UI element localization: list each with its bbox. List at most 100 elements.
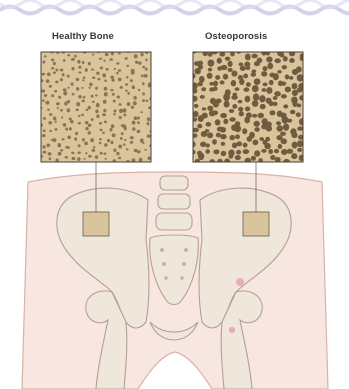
bone-pore [84,142,88,146]
bone-pore [78,115,81,117]
bone-pore [96,72,100,75]
bone-pore [71,157,75,160]
bone-pore [239,111,244,116]
bone-pore [251,72,257,76]
bone-pore [92,54,95,56]
bone-pore [287,119,292,123]
bone-pore [268,149,273,154]
bone-pore [103,152,106,154]
bone-pore [126,148,129,150]
bone-pore [283,56,288,61]
bone-pore [85,127,88,131]
bone-pore [220,113,227,118]
bone-pore [96,50,100,54]
bone-pore [127,102,131,106]
bone-pore [42,145,45,148]
bone-pore [229,135,235,140]
bone-pore [67,100,70,103]
bone-pore [83,96,86,99]
bone-pore [42,60,45,63]
bone-pore [223,93,230,101]
bone-pore [213,86,218,91]
bone-pore [116,72,119,75]
bone-pore [239,79,244,85]
bone-pore [297,140,303,147]
osteoporosis-bone-magnified [189,49,305,165]
bone-pore [54,128,57,130]
bone-pore [195,159,200,163]
bone-pore [81,87,83,89]
bone-pore [53,62,56,65]
bone-pore [297,74,304,81]
bone-pore [141,75,144,78]
bone-pore [134,54,138,58]
bone-pore [198,115,204,122]
bone-pore [83,76,86,79]
bone-pore [99,122,102,125]
bone-pore [51,94,54,97]
bone-pore [246,82,251,87]
bone-pore [99,58,102,60]
bone-pore [191,133,197,138]
bone-pore [85,121,88,124]
bone-pore [110,76,114,79]
bone-pore [292,142,298,149]
bone-pore [132,85,136,89]
bone-pore [147,117,150,121]
bone-pore [239,63,244,67]
bone-pore [296,66,302,72]
bone-pore [57,107,59,109]
bone-pore [118,52,121,54]
bone-pore [117,96,120,99]
bone-pore [243,143,248,148]
bone-pore [99,138,102,141]
bone-pore [65,128,68,131]
bone-pore [104,92,108,97]
bone-pore [63,91,67,95]
bone-pore [137,116,140,119]
bone-pore [71,58,75,61]
bone-pore [142,99,145,102]
bone-pore [95,87,98,90]
bone-pore [95,155,99,159]
bone-pore [283,124,289,131]
bone-pore [291,132,297,138]
bone-pore [201,87,206,91]
bone-pore [100,152,103,155]
bone-pore [257,58,263,63]
bone-pore [111,124,115,128]
bone-pore [234,125,241,132]
bone-pore [130,141,134,144]
bone-pore [78,95,82,98]
bone-pore [67,108,71,112]
bone-pore [212,139,217,145]
bone-pore [82,100,85,103]
bone-pore [82,79,84,81]
bone-pore [144,74,148,78]
bone-pore [245,106,251,111]
bone-pore [236,150,241,155]
bone-pore [51,58,54,61]
bone-pore [104,79,107,82]
bone-pore [200,142,206,147]
bone-pore [96,114,99,118]
bone-pore [55,80,58,83]
bone-pore [88,106,91,109]
bone-pore [240,66,246,71]
bone-pore [67,54,70,56]
bone-pore [276,125,283,131]
osteoporosis-label: Osteoporosis [205,31,267,42]
lumbar-vertebra [160,176,188,190]
bone-pore [114,109,117,112]
bone-pore [197,124,202,129]
bone-pore [243,87,249,91]
bone-pore [45,101,49,105]
bone-pore [221,65,228,70]
bone-pore [123,143,126,146]
bone-pore [58,152,62,156]
bone-pore [43,117,46,120]
bone-pore [147,134,151,137]
bone-pore [106,68,109,71]
bone-pore [246,66,251,70]
bone-pore [245,158,252,164]
